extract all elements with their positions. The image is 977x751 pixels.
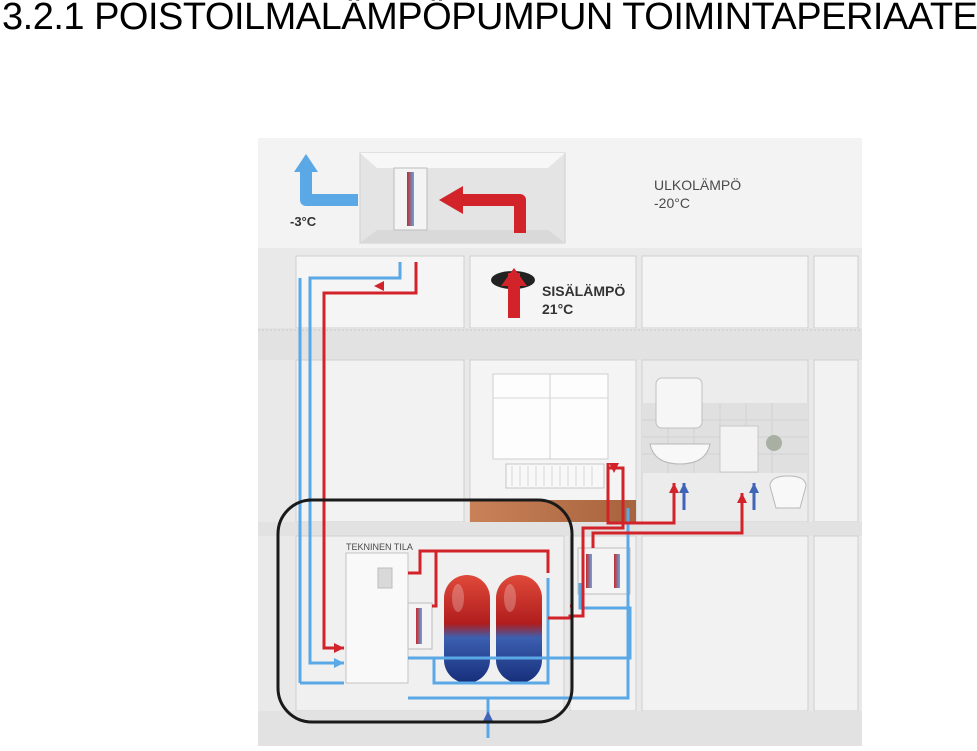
floor-slab-lower <box>258 522 862 536</box>
tank-left <box>444 575 490 683</box>
indoor-temp-title: SISÄLÄMPÖ <box>542 283 625 299</box>
outdoor-temp-title: ULKOLÄMPÖ <box>654 176 741 193</box>
floor-slab-upper <box>258 328 862 360</box>
heat-exchanger-right <box>577 547 631 595</box>
arrow-up-cold-icon <box>294 154 318 172</box>
middle-floor <box>295 359 859 523</box>
indoor-temp-value: 21°C <box>542 301 573 317</box>
flow-arrows <box>294 154 759 723</box>
control-panel <box>377 567 393 589</box>
wooden-floor <box>470 500 636 522</box>
toilet-icon <box>769 475 807 509</box>
exhaust-outlet-arrow <box>300 168 358 206</box>
tank-right <box>496 575 542 683</box>
sink-icon <box>649 443 711 465</box>
heat-pump-diagram: -3°C ULKOLÄMPÖ -20°C SISÄLÄMPÖ 21°C TEKN… <box>258 138 862 746</box>
technical-room-highlight <box>276 498 574 724</box>
diagram-svg: -3°C ULKOLÄMPÖ -20°C SISÄLÄMPÖ 21°C TEKN… <box>258 138 862 746</box>
arrow-left-warm-icon <box>439 186 463 214</box>
mirror-icon <box>655 377 703 429</box>
outdoor-temp-value: -20°C <box>654 195 690 211</box>
window-icon <box>492 373 609 460</box>
attic-rooms <box>295 255 859 329</box>
shower-icon <box>719 425 759 473</box>
exhaust-inlet-arrow <box>463 194 526 233</box>
radiator-icon <box>505 463 605 489</box>
roof-ventilation-box <box>359 152 566 244</box>
exhaust-temp-label: -3°C <box>290 214 317 229</box>
technical-room-label: TEKNINEN TILA <box>346 542 413 552</box>
plant-icon <box>766 435 782 451</box>
page-title: 3.2.1 POISTOILMALÄMPÖPUMPUN TOIMINTAPERI… <box>2 0 977 38</box>
hot-water-tanks-icon <box>444 575 542 683</box>
cold-pipes <box>298 262 632 738</box>
heat-pump-cabinet-icon <box>345 552 409 684</box>
